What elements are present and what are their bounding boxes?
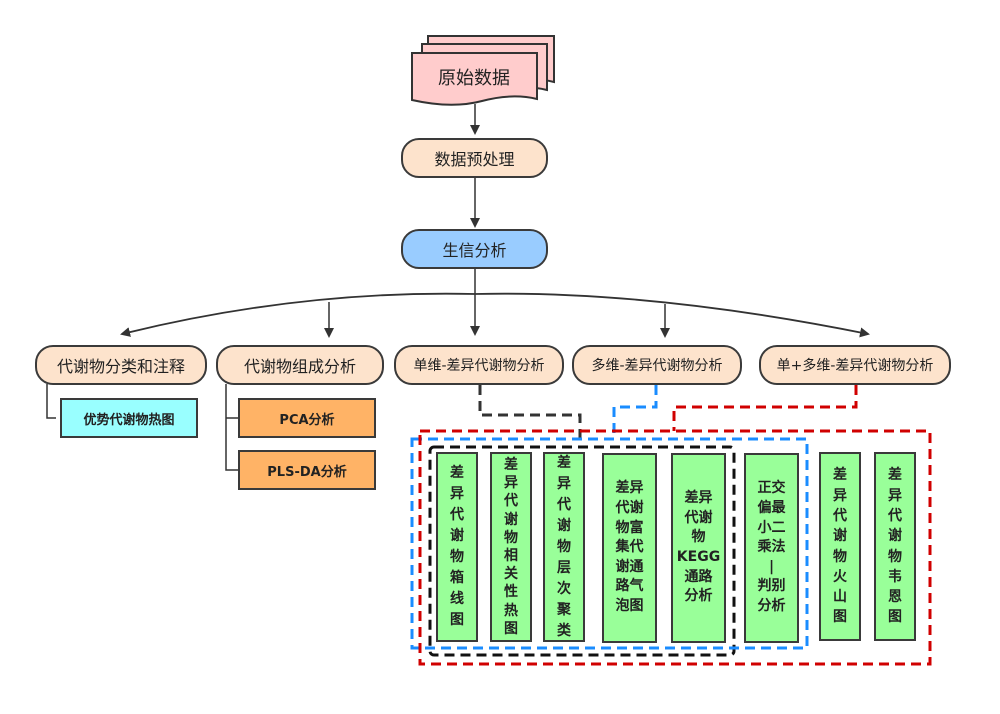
connector-composition-pls: [225, 384, 238, 471]
branch-univariate[interactable]: 单维-差异代谢物分析: [394, 345, 564, 385]
raw-data-document-icon: [411, 35, 555, 106]
venn-diagram-node[interactable]: 差 异 代 谢 物 韦 恩 图: [874, 452, 916, 641]
kegg-pathway-node[interactable]: 差异 代谢 物 KEGG 通路 分析: [671, 453, 726, 643]
branch-multivariate[interactable]: 多维-差异代谢物分析: [572, 345, 742, 385]
dominant-metabolite-heatmap-node[interactable]: 优势代谢物热图: [60, 398, 198, 438]
enrichment-bubble-node[interactable]: 差异 代谢 物富 集代 谢通 路气 泡图: [602, 453, 657, 643]
opls-da-label: 正交 偏最 小二 乘法 | 判别 分析: [757, 480, 786, 614]
preprocess-node[interactable]: 数据预处理: [401, 138, 548, 178]
branch-combined[interactable]: 单+多维-差异代谢物分析: [759, 345, 951, 385]
enrichment-bubble-label: 差异 代谢 物富 集代 谢通 路气 泡图: [615, 480, 644, 614]
multivariate-group-frame: [410, 437, 809, 650]
raw-data-label: 原始数据: [438, 68, 510, 89]
boxplot-node[interactable]: 差 异 代 谢 物 箱 线 图: [436, 452, 478, 642]
pca-node[interactable]: PCA分析: [238, 398, 376, 438]
branch-arc-left: [120, 292, 476, 337]
hierarchical-clustering-label: 差 异 代 谢 物 层 次 聚 类: [557, 454, 571, 639]
hierarchical-clustering-node[interactable]: 差 异 代 谢 物 层 次 聚 类: [543, 452, 585, 642]
kegg-pathway-label: 差异 代谢 物 KEGG 通路 分析: [676, 490, 721, 605]
combined-group-frame: [418, 429, 932, 666]
boxplot-label: 差 异 代 谢 物 箱 线 图: [450, 465, 464, 628]
branch-composition[interactable]: 代谢物组成分析: [216, 345, 384, 385]
venn-diagram-label: 差 异 代 谢 物 韦 恩 图: [888, 467, 902, 626]
branch-annotation[interactable]: 代谢物分类和注释: [35, 345, 207, 385]
branch-arc-right: [474, 292, 870, 338]
connector-combined-group: [672, 385, 858, 431]
bioinfo-node[interactable]: 生信分析: [401, 229, 548, 269]
volcano-plot-label: 差 异 代 谢 物 火 山 图: [833, 467, 847, 626]
correlation-heatmap-node[interactable]: 差 异 代 谢 物 相 关 性 热 图: [490, 452, 532, 642]
connector-annotation-heatmap: [46, 384, 56, 419]
opls-da-node[interactable]: 正交 偏最 小二 乘法 | 判别 分析: [744, 453, 799, 643]
correlation-heatmap-label: 差 异 代 谢 物 相 关 性 热 图: [504, 457, 518, 637]
univariate-group-frame: [428, 445, 736, 657]
volcano-plot-node[interactable]: 差 异 代 谢 物 火 山 图: [819, 452, 861, 641]
connector-univariate-group: [478, 385, 582, 445]
pls-da-node[interactable]: PLS-DA分析: [238, 450, 376, 490]
